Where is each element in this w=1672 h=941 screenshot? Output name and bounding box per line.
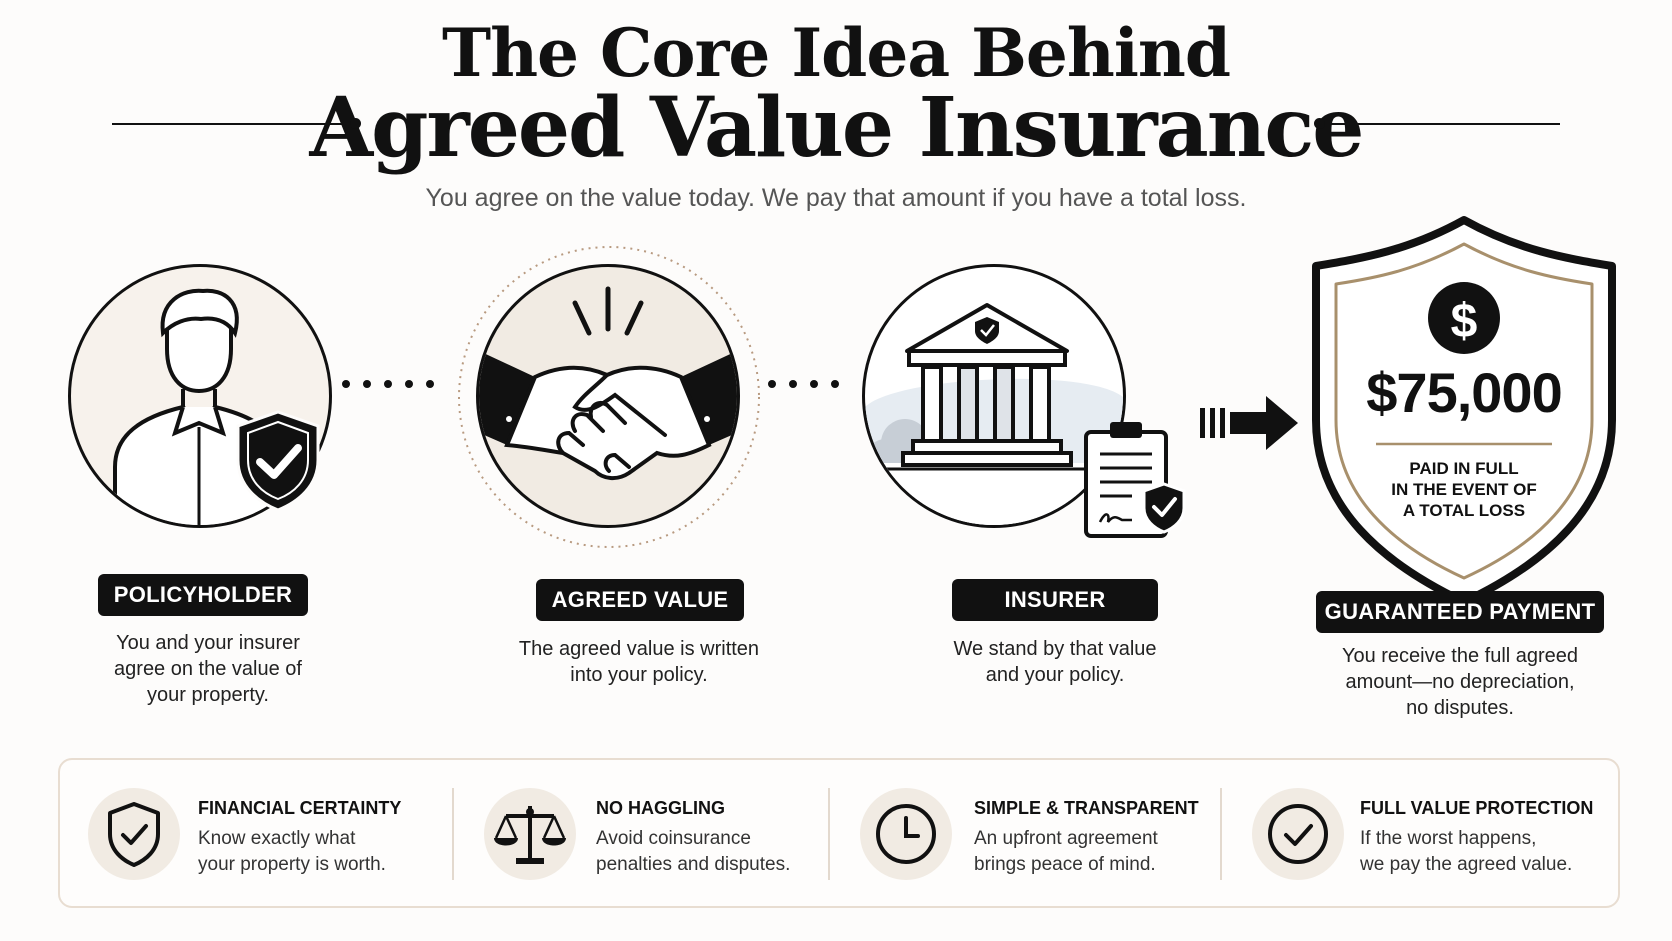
feature-title-financial-certainty: FINANCIAL CERTAINTY [198, 798, 402, 818]
desc-agreed-value-line-2: into your policy. [570, 664, 708, 686]
desc-policyholder-line-2: agree on the value of [114, 658, 302, 680]
agreed-value-circle [476, 264, 740, 528]
shield-check-icon [108, 802, 160, 867]
policy-document-icon [1084, 422, 1186, 538]
feature-text-simple-transparent-line-1: An upfront agreement [974, 828, 1158, 849]
title-rule-left-dot [350, 118, 361, 129]
feature-text-simple-transparent-line-2: brings peace of mind. [974, 854, 1156, 875]
title-rule-right [1320, 123, 1560, 125]
shield-caption-line-1: PAID IN FULL [1409, 459, 1519, 478]
label-policyholder: POLICYHOLDER [98, 574, 308, 616]
arrow-right-icon [1200, 396, 1298, 450]
title-line-2: Agreed Value Insurance [309, 80, 1365, 176]
desc-policyholder-line-3: your property. [147, 684, 269, 706]
desc-guaranteed-payment-line-3: no disputes. [1406, 697, 1514, 719]
guaranteed-amount: $75,000 [1366, 361, 1562, 424]
title-rule-right-dot [1314, 118, 1325, 129]
feature-text-no-haggling-line-1: Avoid coinsurance [596, 828, 751, 849]
desc-guaranteed-payment-line-1: You receive the full agreed [1341, 645, 1579, 667]
scales-icon [494, 806, 566, 864]
policyholder-shield-icon [236, 410, 320, 512]
desc-policyholder: You and your insurer agree on the value … [58, 630, 358, 708]
financial-certainty-icon-bg [88, 788, 180, 880]
desc-insurer: We stand by that value and your policy. [900, 636, 1210, 688]
shield-caption: PAID IN FULL IN THE EVENT OF A TOTAL LOS… [1360, 458, 1568, 521]
feature-divider-3 [1220, 788, 1222, 880]
desc-guaranteed-payment: You receive the full agreed amount—no de… [1300, 643, 1620, 721]
feature-text-financial-certainty-line-1: Know exactly what [198, 828, 356, 849]
feature-text-full-value-protection-line-2: we pay the agreed value. [1360, 854, 1573, 875]
connector-dots-2 [768, 380, 839, 388]
feature-text-no-haggling-line-2: penalties and disputes. [596, 854, 791, 875]
feature-title-full-value-protection: FULL VALUE PROTECTION [1360, 798, 1594, 818]
desc-policyholder-line-1: You and your insurer [116, 632, 300, 654]
check-circle-icon [1268, 804, 1328, 864]
dollar-sign: $ [1450, 295, 1478, 348]
desc-insurer-line-2: and your policy. [985, 664, 1125, 686]
feature-text-full-value-protection-line-1: If the worst happens, [1360, 828, 1537, 849]
desc-agreed-value: The agreed value is written into your po… [474, 636, 804, 688]
full-value-protection-icon-bg [1252, 788, 1344, 880]
title-rule-left [112, 123, 352, 125]
feature-text-simple-transparent: An upfront agreement brings peace of min… [974, 826, 1158, 878]
shield-caption-line-3: A TOTAL LOSS [1402, 501, 1526, 520]
clock-icon [876, 804, 936, 864]
features-panel [58, 758, 1620, 908]
feature-title-simple-transparent: SIMPLE & TRANSPARENT [974, 798, 1199, 818]
feature-title-no-haggling: NO HAGGLING [596, 798, 725, 818]
handshake-icon [479, 286, 737, 480]
desc-agreed-value-line-1: The agreed value is written [518, 638, 760, 660]
feature-text-full-value-protection: If the worst happens, we pay the agreed … [1360, 826, 1572, 878]
subtitle: You agree on the value today. We pay tha… [425, 184, 1247, 212]
desc-guaranteed-payment-line-2: amount—no depreciation, [1345, 671, 1575, 693]
feature-text-financial-certainty: Know exactly what your property is worth… [198, 826, 386, 878]
feature-text-no-haggling: Avoid coinsurance penalties and disputes… [596, 826, 790, 878]
shield-caption-line-2: IN THE EVENT OF [1391, 480, 1537, 499]
connector-dots-1 [342, 380, 434, 388]
label-agreed-value: AGREED VALUE [536, 579, 744, 621]
insurer-circle [862, 264, 1126, 528]
simple-transparent-icon-bg [860, 788, 952, 880]
label-guaranteed-payment: GUARANTEED PAYMENT [1316, 591, 1604, 633]
no-haggling-icon-bg [484, 788, 576, 880]
agreed-value-dotted-ring [458, 246, 760, 548]
title-line-1: The Core Idea Behind [441, 14, 1231, 92]
feature-divider-2 [828, 788, 830, 880]
label-insurer: INSURER [952, 579, 1158, 621]
feature-divider-1 [452, 788, 454, 880]
desc-insurer-line-1: We stand by that value [953, 638, 1157, 660]
feature-text-financial-certainty-line-2: your property is worth. [198, 854, 386, 875]
